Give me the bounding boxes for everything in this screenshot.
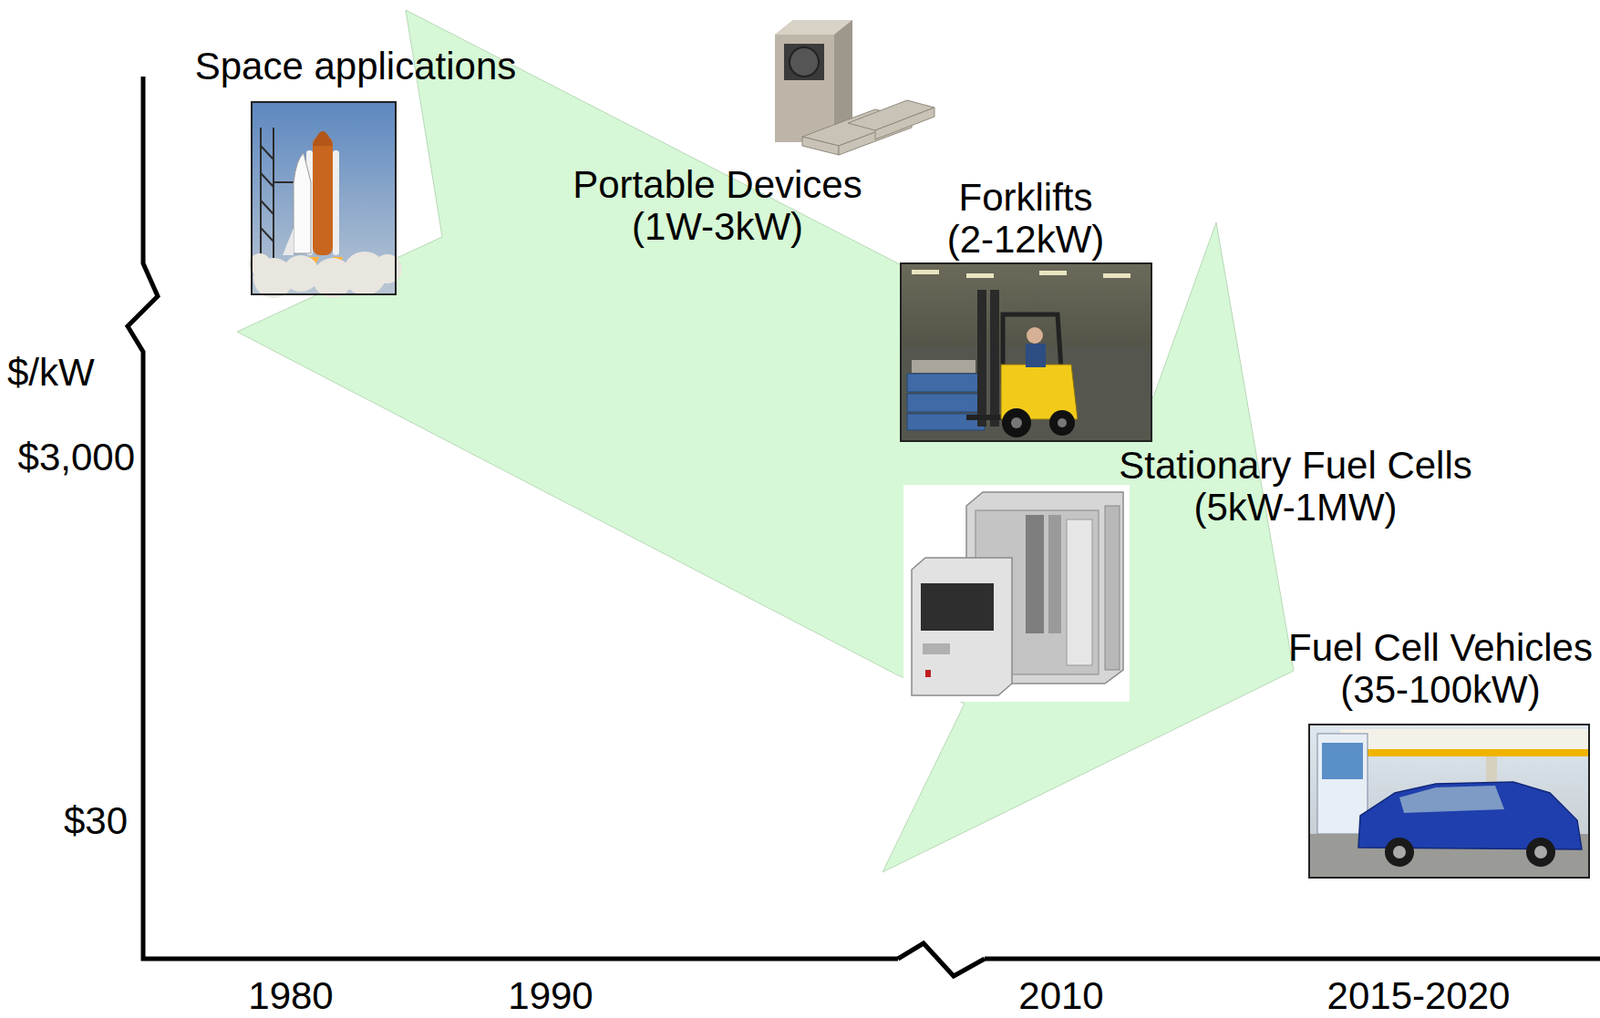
shuttle-photo — [248, 102, 403, 299]
forklift-photo — [900, 263, 1152, 442]
axis-tick: 2010 — [992, 977, 1130, 1016]
portable-device-image — [774, 20, 935, 155]
axis-tick: $30 — [18, 800, 128, 843]
axis-title: $/kW — [7, 351, 126, 394]
application-label: Forklifts (2-12kW) — [939, 176, 1113, 261]
application-label: Fuel Cell Vehicles (35-100kW) — [1283, 627, 1598, 712]
trend-arrow — [237, 10, 1294, 873]
axis-tick: $3,000 — [7, 436, 135, 479]
axes — [127, 76, 1600, 977]
stationary-fuel-cell-image — [903, 485, 1130, 702]
axis-tick: 2015-2020 — [1318, 977, 1519, 1016]
application-label: Space applications — [173, 45, 538, 88]
axis-tick: 1990 — [482, 977, 620, 1016]
application-label: Portable Devices (1W-3kW) — [567, 164, 868, 248]
application-label: Stationary Fuel Cells (5kW-1MW) — [1108, 444, 1483, 529]
axis-tick: 1980 — [222, 977, 360, 1016]
fuel-cell-vehicle-photo — [1309, 724, 1590, 878]
